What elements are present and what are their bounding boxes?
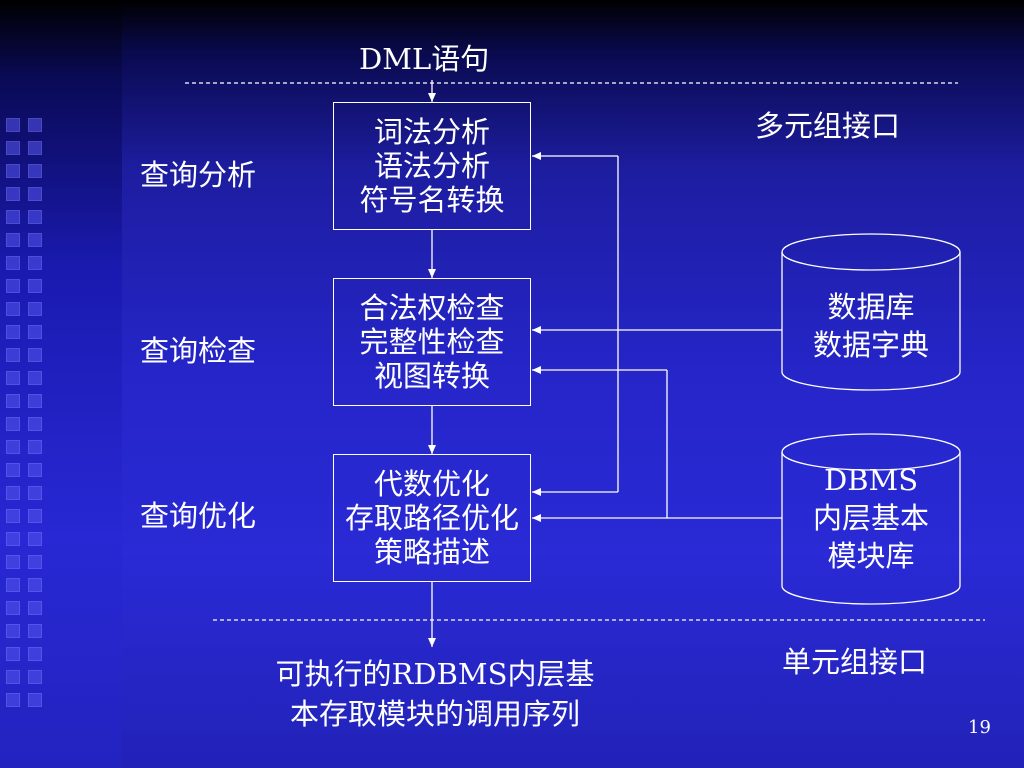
optimize-step: 代数优化 [373,467,490,501]
output-line: 可执行的RDBMS内层基 [275,657,595,691]
output-description: 可执行的RDBMS内层基 本存取模块的调用序列 [225,654,645,734]
check-step: 完整性检查 [359,325,505,359]
dml-statement-label: DML语句 [359,42,490,76]
single-tuple-interface-label: 单元组接口 [782,645,928,679]
database-cylinder-shape [781,252,961,391]
page-number: 19 [968,717,991,738]
analysis-step: 符号名转换 [359,183,505,217]
stage-label-check: 查询检查 [140,334,257,368]
left-decoration-strip [0,0,122,768]
check-step: 视图转换 [373,359,490,393]
decorative-squares [6,118,116,716]
dbms-label: 模块库 [827,539,915,573]
dbms-library-cylinder: DBMS 内层基本 模块库 [782,456,960,580]
stage-label-optimize: 查询优化 [140,499,257,533]
optimize-step: 存取路径优化 [344,501,519,535]
dbms-label: 内层基本 [812,501,929,535]
dbms-cylinder-top [781,433,961,471]
database-cylinder-top [781,233,961,271]
dbms-label: DBMS [823,463,919,497]
multi-tuple-interface-label: 多元组接口 [755,109,901,143]
query-analysis-box: 词法分析 语法分析 符号名转换 [333,102,531,230]
output-line: 本存取模块的调用序列 [289,697,580,731]
database-label: 数据字典 [812,328,929,362]
database-cylinder: 数据库 数据字典 [782,280,960,372]
query-optimize-box: 代数优化 存取路径优化 策略描述 [333,454,531,582]
check-step: 合法权检查 [359,291,505,325]
analysis-step: 语法分析 [373,149,490,183]
query-check-box: 合法权检查 完整性检查 视图转换 [333,278,531,406]
database-label: 数据库 [827,290,915,324]
dbms-connector [666,370,782,519]
optimize-step: 策略描述 [373,535,490,569]
stage-label-analysis: 查询分析 [140,158,257,192]
analysis-step: 词法分析 [373,115,490,149]
dbms-cylinder-shape [781,452,961,605]
